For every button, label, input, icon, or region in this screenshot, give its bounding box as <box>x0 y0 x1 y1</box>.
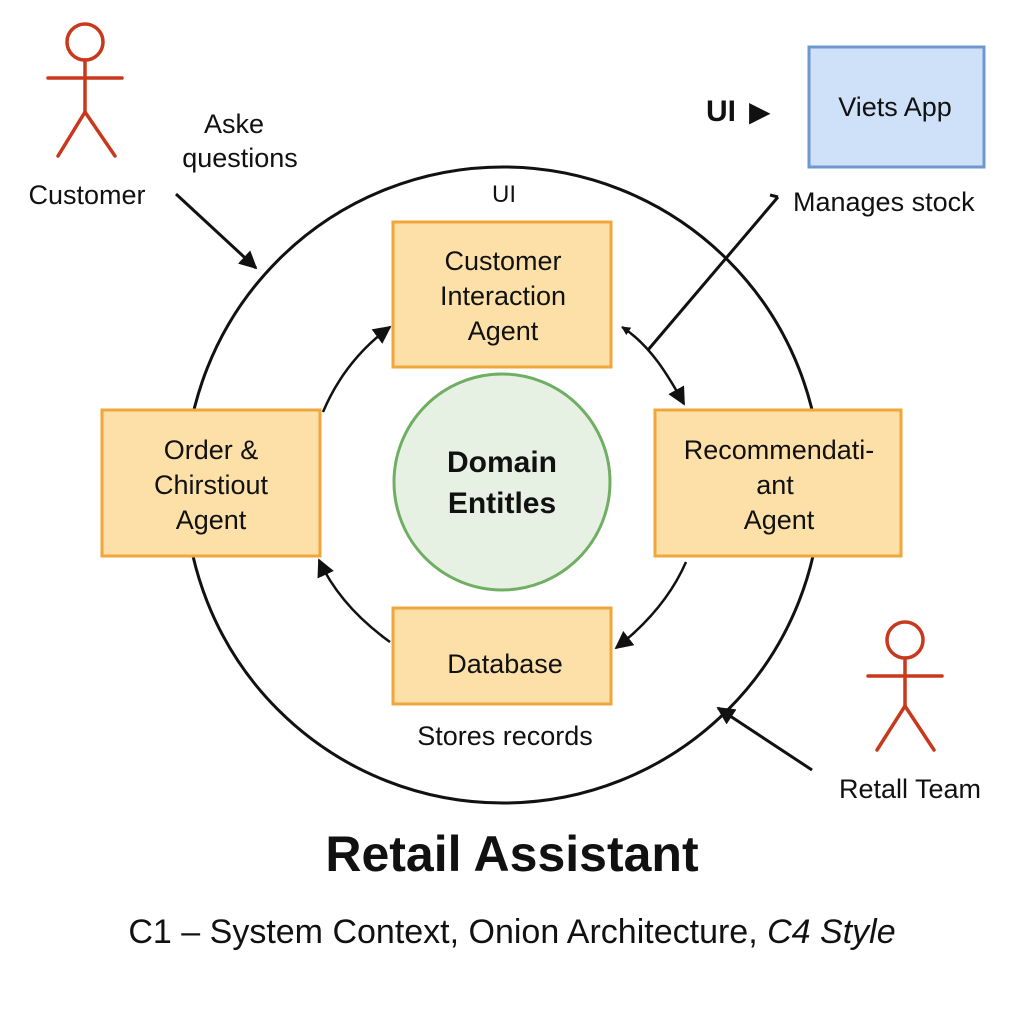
component-label-line: Recommendati- <box>684 435 875 465</box>
retail-team-person-icon <box>866 620 944 752</box>
customer-person-icon <box>46 22 124 158</box>
stores-records-label: Stores records <box>417 721 593 751</box>
component-label-line: Chirstiout <box>154 470 269 500</box>
subtitle-italic: C4 Style <box>767 913 896 951</box>
core-line-1: Domain <box>447 446 557 479</box>
customer-interaction-agent-box[interactable]: Customer Interaction Agent <box>391 220 613 369</box>
diagram-subtitle: C1 – System Context, Onion Architecture,… <box>0 913 1024 952</box>
arrow-customer-to-system <box>174 192 258 270</box>
arrow-recommendation-to-database <box>614 561 688 650</box>
customer-label: Customer <box>28 180 145 210</box>
component-label-line: Interaction <box>440 281 566 311</box>
viets-app-external-system[interactable]: Viets App <box>807 45 986 169</box>
component-label-line: Customer <box>444 246 561 276</box>
asks-questions-label-line-2: questions <box>182 143 298 173</box>
arrow-database-to-order <box>317 558 391 644</box>
domain-entities-core: Domain Entitles <box>392 372 612 592</box>
subtitle-main: C1 – System Context, Onion Architecture, <box>128 913 768 951</box>
manages-stock-line <box>646 196 780 351</box>
manages-stock-label: Manages stock <box>793 187 975 217</box>
ui-arrow-icon: ▶ <box>749 96 771 127</box>
component-label-line: Database <box>447 649 563 679</box>
asks-questions-label-line-1: Aske <box>204 109 264 139</box>
component-label-line: Agent <box>176 505 247 535</box>
manages-stock-line-tip <box>769 193 779 199</box>
component-label-line: ant <box>756 470 794 500</box>
order-checkout-agent-box[interactable]: Order & Chirstiout Agent <box>100 408 322 558</box>
ui-label: UI <box>706 95 736 128</box>
external-system-label: Viets App <box>838 92 952 122</box>
component-label-line: Agent <box>468 316 539 346</box>
component-label-line: Order & <box>164 435 259 465</box>
retail-team-label: Retall Team <box>839 774 981 804</box>
recommendation-agent-box[interactable]: Recommendati- ant Agent <box>653 408 903 558</box>
arrow-order-to-interaction <box>321 325 392 413</box>
arrow-retail-team-to-system <box>716 706 813 772</box>
database-box[interactable]: Database <box>391 606 613 706</box>
diagram-title: Retail Assistant <box>325 826 699 882</box>
core-line-2: Entitles <box>448 487 556 520</box>
ui-top-label: UI <box>492 181 516 208</box>
component-label-line: Agent <box>744 505 815 535</box>
arrow-interaction-to-recommendation <box>621 325 686 406</box>
